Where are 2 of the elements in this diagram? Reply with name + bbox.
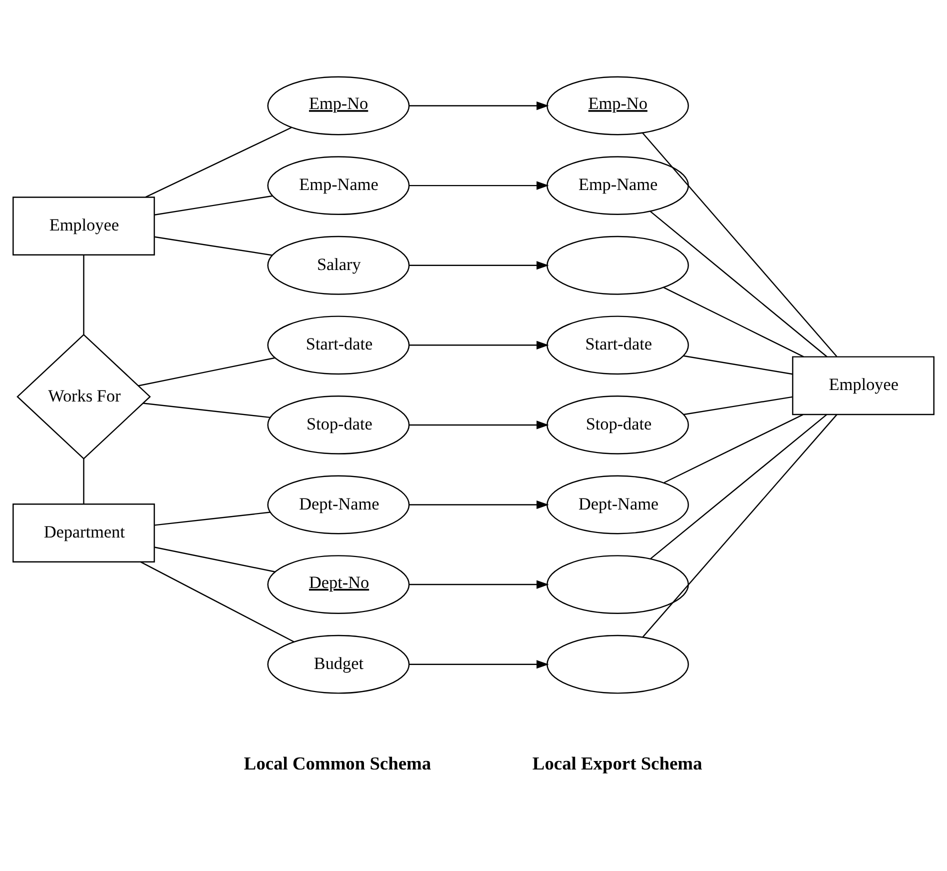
label: Local Common Schema xyxy=(244,752,432,773)
label: Local Export Schema xyxy=(532,752,702,773)
